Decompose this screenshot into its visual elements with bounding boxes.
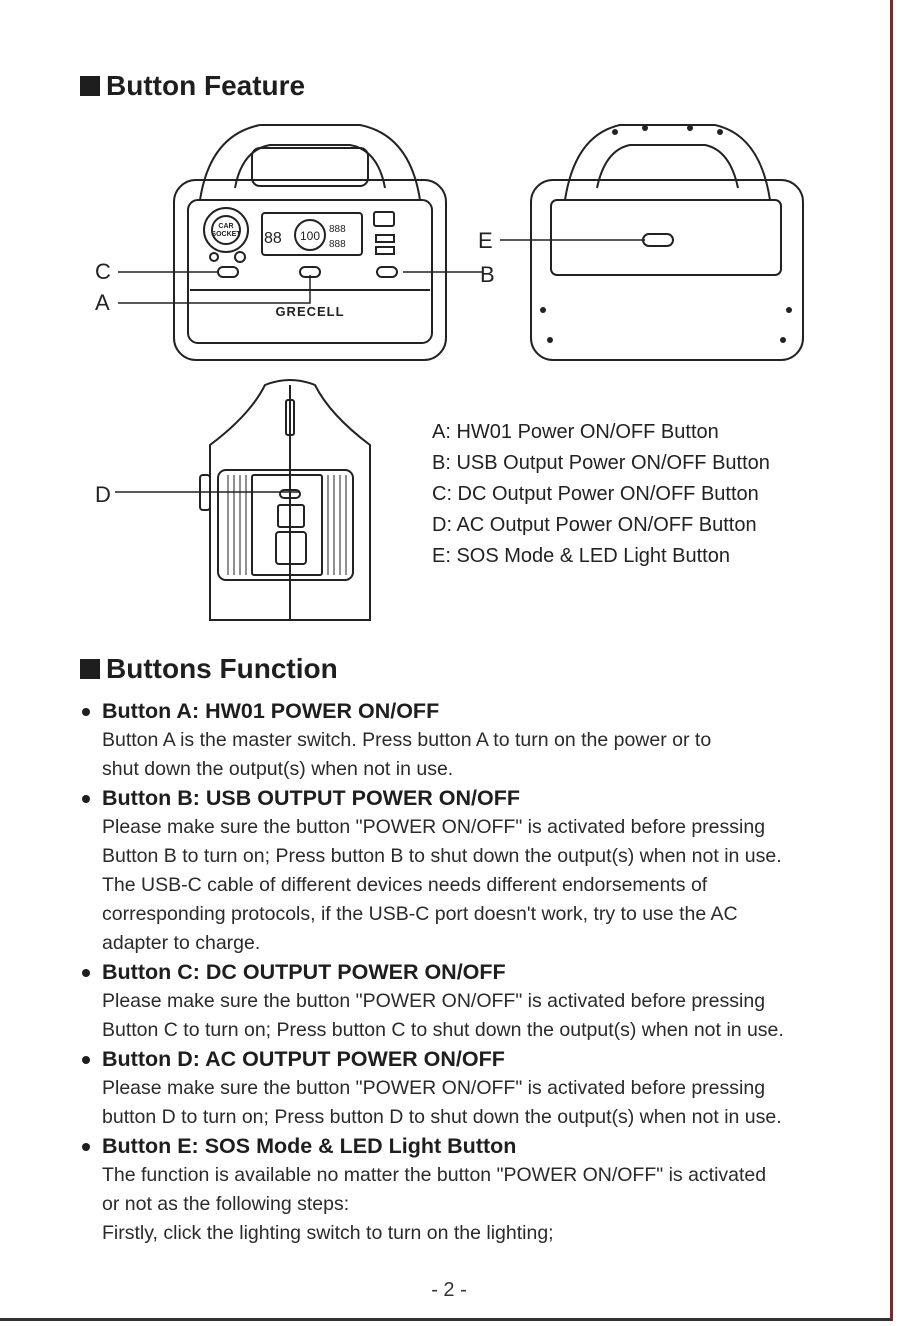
legend-item-d: D: AC Output Power ON/OFF Button — [432, 514, 757, 536]
legend-item-a: A: HW01 Power ON/OFF Button — [432, 421, 719, 443]
function-item-e: Button E: SOS Mode & LED Light Button Th… — [82, 1132, 862, 1248]
function-line: Button A is the master switch. Press but… — [102, 729, 712, 751]
function-line: or not as the following steps: — [102, 1193, 350, 1215]
bullet-icon — [82, 1056, 90, 1064]
bullet-icon — [82, 708, 90, 716]
heading-square-icon — [80, 659, 100, 679]
function-line: corresponding protocols, if the USB-C po… — [102, 903, 738, 925]
button-legend: A: HW01 Power ON/OFF Button B: USB Outpu… — [432, 417, 770, 572]
function-line: Firstly, click the lighting switch to tu… — [102, 1222, 554, 1244]
buttons-function-heading: Buttons Function — [80, 653, 338, 685]
legend-item-c: C: DC Output Power ON/OFF Button — [432, 483, 759, 505]
bullet-icon — [82, 969, 90, 977]
buttons-function-list: Button A: HW01 POWER ON/OFF Button A is … — [82, 697, 862, 1248]
front-callout-lines — [118, 271, 482, 304]
function-item-c: Button C: DC OUTPUT POWER ON/OFF Please … — [82, 958, 862, 1045]
function-line: Please make sure the button "POWER ON/OF… — [102, 816, 766, 838]
lcd-right-top-digits: 888 — [329, 224, 346, 235]
function-line: Please make sure the button "POWER ON/OF… — [102, 990, 766, 1012]
lcd-center-digits: 100 — [300, 229, 320, 243]
device-side-view — [199, 379, 371, 621]
function-title-b: Button B: USB OUTPUT POWER ON/OFF — [102, 786, 521, 810]
page-number: - 2 - — [431, 1279, 467, 1301]
function-line: adapter to charge. — [102, 932, 261, 954]
function-line: Please make sure the button "POWER ON/OF… — [102, 1077, 766, 1099]
function-item-d: Button D: AC OUTPUT POWER ON/OFF Please … — [82, 1045, 862, 1132]
function-item-a: Button A: HW01 POWER ON/OFF Button A is … — [82, 697, 862, 784]
legend-item-b: B: USB Output Power ON/OFF Button — [432, 452, 770, 474]
lcd-left-digits: 88 — [264, 230, 282, 247]
callout-b: B — [480, 262, 495, 287]
svg-text:CAR: CAR — [218, 223, 233, 230]
callout-c: C — [95, 259, 111, 284]
lcd-right-bottom-digits: 888 — [329, 239, 346, 250]
function-title-c: Button C: DC OUTPUT POWER ON/OFF — [102, 960, 506, 984]
function-title-d: Button D: AC OUTPUT POWER ON/OFF — [102, 1047, 505, 1071]
side-callout-line — [115, 491, 300, 493]
callout-d: D — [95, 482, 111, 507]
callout-a: A — [95, 290, 110, 315]
function-line: Button C to turn on; Press button C to s… — [102, 1019, 784, 1041]
svg-text:SOCKET: SOCKET — [211, 231, 241, 238]
callout-e: E — [478, 228, 493, 253]
buttons-function-heading-text: Buttons Function — [106, 653, 338, 684]
legend-item-e: E: SOS Mode & LED Light Button — [432, 545, 730, 567]
button-feature-heading-text: Button Feature — [106, 70, 306, 101]
function-line: The USB-C cable of different devices nee… — [102, 874, 708, 896]
back-callout-line — [500, 239, 645, 241]
function-line: The function is available no matter the … — [102, 1164, 767, 1186]
bullet-icon — [82, 1143, 90, 1151]
function-line: button D to turn on; Press button D to s… — [102, 1106, 782, 1128]
bullet-icon — [82, 795, 90, 803]
function-item-b: Button B: USB OUTPUT POWER ON/OFF Please… — [82, 784, 862, 958]
brand-logo: GRECELL — [275, 304, 344, 319]
function-line: shut down the output(s) when not in use. — [102, 758, 454, 780]
function-title-e: Button E: SOS Mode & LED Light Button — [102, 1134, 517, 1158]
heading-square-icon — [80, 76, 100, 96]
function-title-a: Button A: HW01 POWER ON/OFF — [102, 699, 440, 723]
device-back-view — [530, 124, 804, 361]
function-line: Button B to turn on; Press button B to s… — [102, 845, 782, 867]
button-feature-heading: Button Feature — [80, 70, 305, 102]
